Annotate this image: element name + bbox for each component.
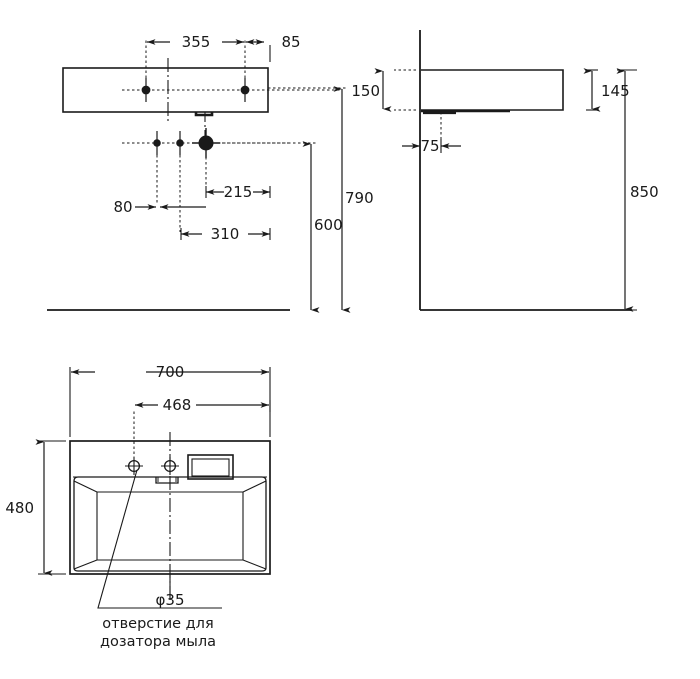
basin-side-outline [421, 69, 564, 111]
tap-platform-inner [191, 458, 230, 477]
bowl-corner-bl [73, 559, 98, 570]
dim-790-label: 790 [345, 189, 374, 207]
soap-note-line2: дозатора мыла [100, 634, 216, 650]
bowl-corner-tl [73, 480, 98, 493]
soap-note-leader [97, 469, 222, 609]
dim-75-label: 75 [420, 137, 439, 155]
dim-85-label: 85 [281, 33, 300, 51]
overflow-slot [155, 477, 179, 484]
dim-600-label: 600 [314, 216, 343, 234]
dim-215-label: 215 [224, 183, 253, 201]
dim-80-label: 80 [113, 198, 132, 216]
dim-310-label: 310 [211, 225, 240, 243]
bowl-corner-br [242, 559, 267, 570]
dim-310 [180, 228, 271, 240]
dim-700-label: 700 [156, 363, 185, 381]
dim-355-label: 355 [182, 33, 211, 51]
dim-215 [205, 186, 271, 198]
bowl-corner-tr [242, 480, 267, 493]
soap-note-line1: отверстие для [102, 616, 213, 632]
plan-view: 700 468 480 φ35 отверстие для дозатора м… [5, 363, 271, 650]
soap-dispenser-hole [125, 457, 143, 475]
dim-850-label: 850 [630, 183, 659, 201]
tap-hole-left-marker [141, 78, 151, 102]
dim-145 [583, 68, 601, 112]
dim-468 [135, 400, 271, 412]
waste-nub [194, 112, 214, 117]
front-elevation-view: 355 85 215 [47, 33, 374, 313]
dim-phi35-label: φ35 [156, 591, 185, 609]
dim-468-label: 468 [163, 396, 192, 414]
tap-hole-right-marker [240, 78, 250, 102]
dim-150-label: 150 [351, 82, 380, 100]
dim-75 [402, 139, 461, 153]
bowl-outer-edge [73, 476, 267, 572]
dim-850 [613, 68, 637, 312]
overflow-slot-detail [157, 477, 177, 482]
side-elevation-view: 150 75 145 850 [351, 30, 659, 312]
tap-platform-outer [187, 454, 234, 480]
dim-480-label: 480 [5, 499, 34, 517]
